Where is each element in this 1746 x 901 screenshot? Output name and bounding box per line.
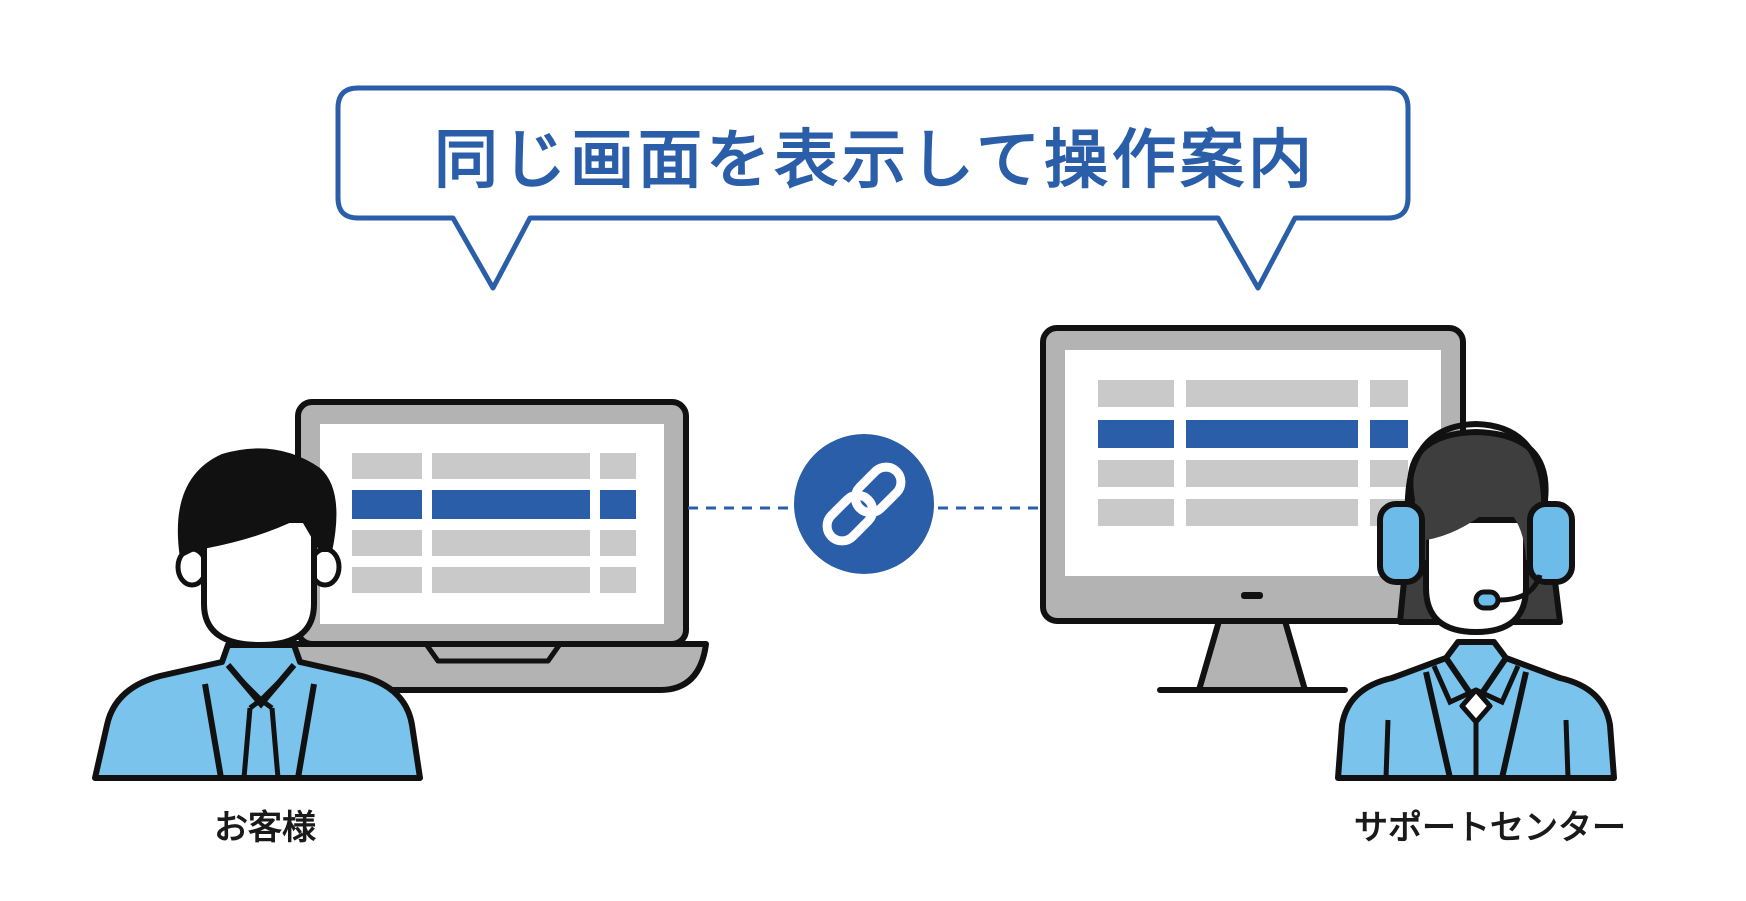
headset-icon — [1377, 420, 1575, 611]
support-center-label: サポートセンター — [1354, 808, 1626, 848]
laptop-screen-table — [352, 453, 636, 593]
laptop-icon — [279, 399, 709, 693]
speech-bubble — [335, 85, 1411, 291]
customer-person-icon — [92, 448, 423, 781]
bubble-caption: 同じ画面を表示して操作案内 — [433, 124, 1317, 198]
monitor-screen-table — [1098, 380, 1408, 526]
support-agent-icon — [1335, 420, 1617, 781]
link-chain-icon — [794, 434, 934, 574]
customer-label: お客様 — [214, 808, 316, 848]
